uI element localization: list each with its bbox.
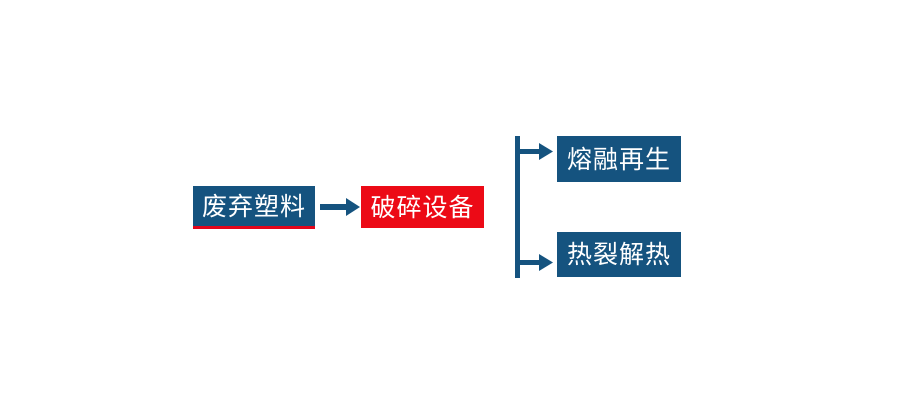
node-pyrolysis[interactable]: 热裂解热 <box>557 232 681 277</box>
node-waste-plastic[interactable]: 废弃塑料 <box>193 186 315 229</box>
node-pyrolysis-label: 热裂解热 <box>566 240 671 269</box>
node-crusher-label: 破碎设备 <box>370 192 475 222</box>
branch-split-glyph <box>515 136 553 278</box>
arrow-right-icon <box>318 190 362 224</box>
arrow-right-glyph <box>320 198 360 216</box>
node-waste-plastic-label: 废弃塑料 <box>201 191 306 221</box>
node-melt-regeneration-label: 熔融再生 <box>566 144 671 174</box>
node-melt-regeneration[interactable]: 熔融再生 <box>557 136 681 182</box>
branch-split-arrows-icon <box>508 130 562 282</box>
node-crusher[interactable]: 破碎设备 <box>361 186 484 228</box>
